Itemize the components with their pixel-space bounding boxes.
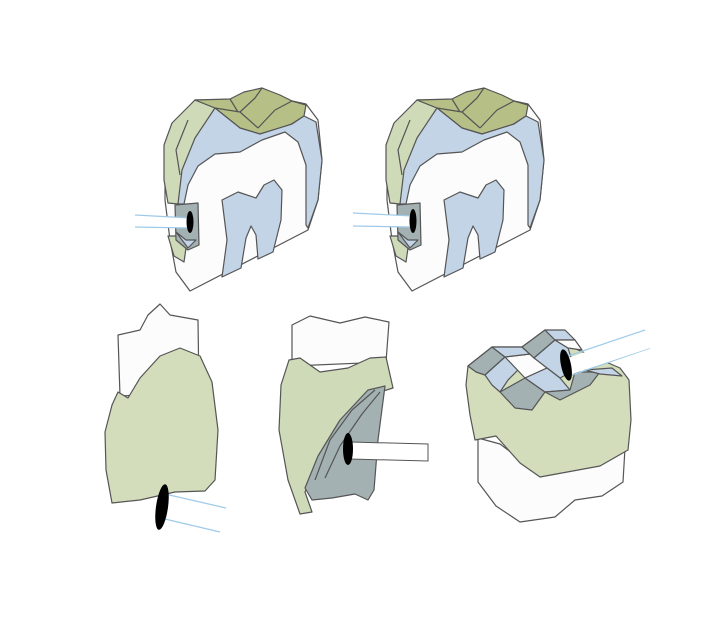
molar-cross-section-left [134,87,323,292]
molar-occlusal-cavity [465,329,651,523]
tooth-proximal-cavity [278,315,429,515]
incisor-buccal-view [104,303,227,533]
instrument-shaft [134,214,191,229]
instrument-shaft [352,212,413,228]
instrument-tip [560,349,572,381]
instrument-body [568,331,650,374]
instrument-tip [155,484,169,530]
instrument-shaft [564,329,651,376]
instrument-tip [343,433,353,465]
instrument-tip [409,209,417,233]
molar-shape [163,87,323,292]
instrument-tip [186,211,194,233]
molar-shape [385,87,545,292]
molar-cross-section-right [352,87,545,292]
instrument-shaft [349,441,429,462]
instrument-shaft [164,493,227,533]
